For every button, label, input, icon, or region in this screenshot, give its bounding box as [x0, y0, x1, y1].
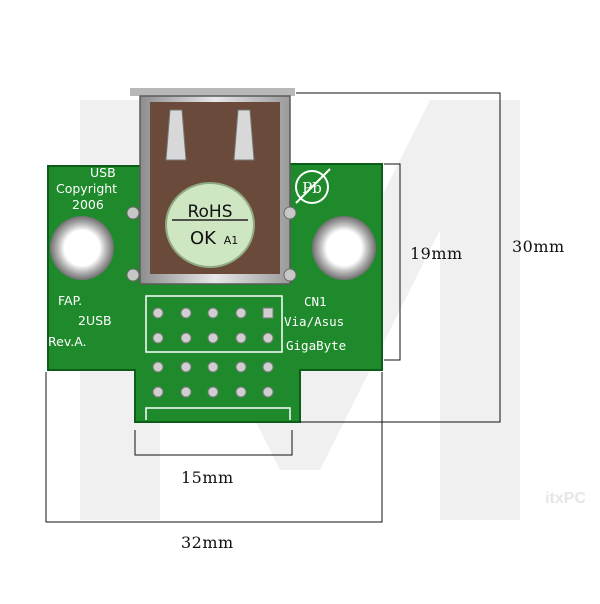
dim-30mm: 30mm [512, 237, 565, 256]
watermark-text: itxPC [545, 490, 586, 507]
silk-copyright: Copyright [56, 181, 117, 196]
pb-mark-text: Pb [302, 179, 322, 197]
usb-connector [130, 88, 295, 285]
mounting-hole-left [50, 216, 114, 280]
silk-usb: USB [90, 165, 116, 180]
silk-cn1: CN1 [304, 294, 327, 309]
rohs-badge-suffix: A1 [224, 234, 239, 247]
silk-rev: Rev.A. [48, 334, 87, 349]
rohs-badge-line1: RoHS [187, 202, 232, 222]
silk-year: 2006 [72, 197, 104, 212]
mounting-hole-right [312, 216, 376, 280]
dim-19mm: 19mm [410, 244, 463, 263]
rohs-badge-line2: OK [190, 228, 217, 249]
dim-15mm: 15mm [181, 468, 234, 487]
silk-model: 2USB [78, 313, 112, 328]
header-bottom-bracket [145, 407, 291, 420]
silk-gigabyte: GigaByte [286, 338, 346, 353]
dimension-lines [45, 92, 501, 523]
silk-fap: FAP. [58, 293, 82, 308]
connector-pins [126, 206, 297, 282]
pin-header [152, 307, 274, 398]
dim-32mm: 32mm [181, 533, 234, 552]
silk-via-asus: Via/Asus [284, 314, 344, 329]
pb-free-mark [295, 168, 331, 204]
header-outline [145, 295, 283, 353]
